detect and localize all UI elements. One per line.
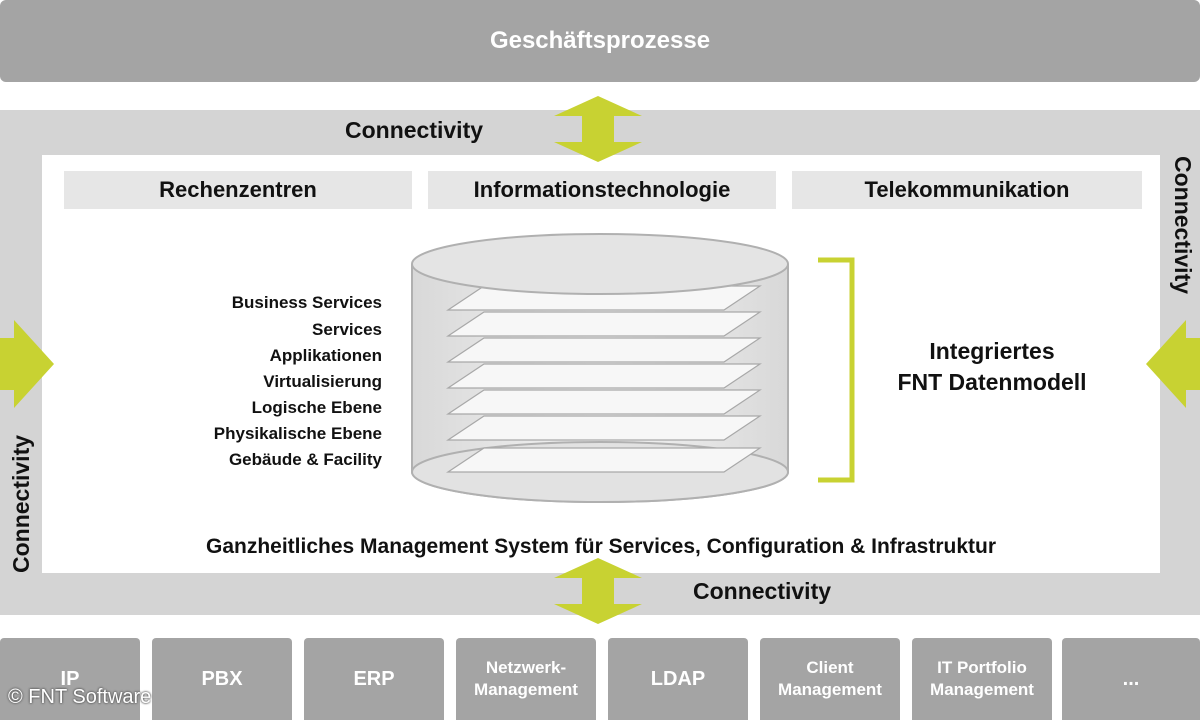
business-processes-label: Geschäftsprozesse	[489, 27, 711, 54]
double-arrow-left-icon	[0, 320, 54, 408]
datamodel-line1: Integriertes	[929, 338, 1055, 364]
layer-label-applikationen: Applikationen	[269, 346, 382, 365]
system-box-line: Management	[930, 680, 1034, 699]
system-box-line: IT Portfolio	[937, 658, 1027, 677]
system-box-ip: IP	[0, 638, 140, 720]
layer-label-physikalische-ebene: Physikalische Ebene	[213, 424, 382, 443]
system-box-line: ...	[1122, 668, 1140, 690]
system-box-ldap: LDAP	[608, 638, 748, 720]
double-arrow-bottom-icon	[554, 558, 642, 624]
system-box-line: Client	[806, 658, 854, 677]
system-box-netzwerk-management: Netzwerk- Management	[456, 638, 596, 720]
connectivity-label-top: Connectivity	[345, 117, 484, 143]
double-arrow-right-icon	[1146, 320, 1200, 408]
system-caption: Ganzheitliches Management System für Ser…	[205, 535, 996, 558]
connectivity-label-bottom: Connectivity	[693, 578, 832, 604]
category-telekommunikation: Telekommunikation	[792, 171, 1142, 209]
layer-label-services: Services	[312, 320, 382, 339]
system-box-it-portfolio-management: IT Portfolio Management	[912, 638, 1052, 720]
system-box-line: IP	[60, 668, 80, 690]
double-arrow-top-icon	[554, 96, 642, 162]
layer-label-business-services: Business Services	[231, 293, 382, 312]
layer-label-virtualisierung: Virtualisierung	[263, 372, 382, 391]
category-informationstechnologie: Informationstechnologie	[428, 171, 776, 209]
business-processes-bar: Geschäftsprozesse	[0, 0, 1200, 82]
bracket-icon	[818, 257, 855, 483]
system-box-line: Netzwerk-	[485, 658, 567, 677]
connectivity-label-left: Connectivity	[8, 434, 34, 573]
layer-label-gebaeude-facility: Gebäude & Facility	[228, 450, 382, 469]
system-box-line: Management	[778, 680, 882, 699]
system-box-line: Management	[474, 680, 578, 699]
layer-label-logische-ebene: Logische Ebene	[251, 398, 382, 417]
database-cylinder-icon	[411, 233, 789, 503]
system-box-line: LDAP	[650, 668, 706, 690]
system-box-more: ...	[1062, 638, 1200, 720]
connectivity-label-right: Connectivity	[1170, 156, 1196, 295]
system-box-line: PBX	[201, 668, 243, 690]
system-box-line: ERP	[353, 668, 395, 690]
copyright-notice: © FNT Software	[8, 686, 152, 708]
datamodel-line2: FNT Datenmodell	[897, 369, 1087, 395]
system-box-pbx: PBX	[152, 638, 292, 720]
system-box-erp: ERP	[304, 638, 444, 720]
datamodel-label: Integriertes FNT Datenmodell	[872, 336, 1112, 398]
system-box-client-management: Client Management	[760, 638, 900, 720]
category-rechenzentren: Rechenzentren	[64, 171, 412, 209]
